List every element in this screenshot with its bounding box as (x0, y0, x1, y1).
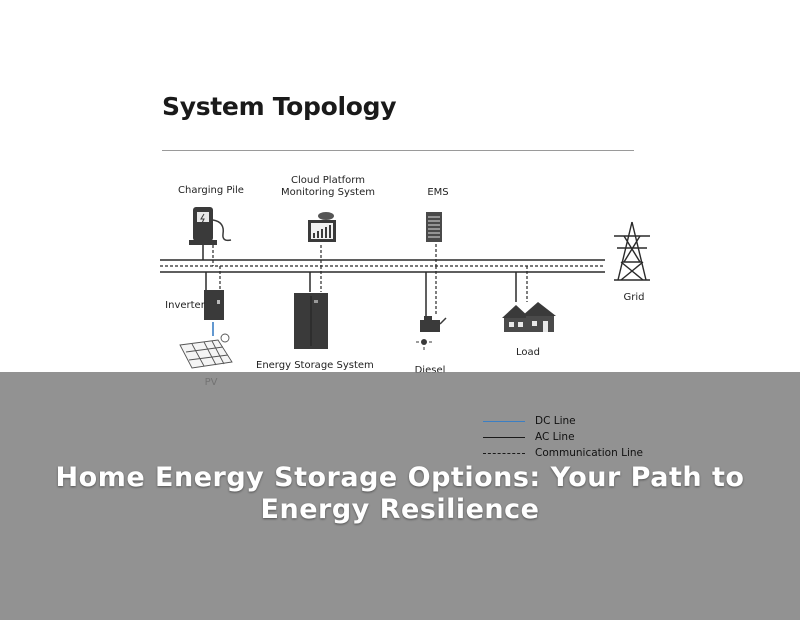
cloud-platform-label-line2: Monitoring System (281, 187, 375, 198)
cloud-platform-label: Cloud Platform Monitoring System (276, 175, 380, 199)
caption-overlay (0, 372, 800, 620)
cloud-monitor-icon (308, 212, 336, 242)
dc-line-swatch (483, 421, 525, 422)
ems-label: EMS (427, 187, 449, 198)
cloud-platform-label-line1: Cloud Platform (291, 175, 365, 186)
solar-panel-icon (179, 333, 233, 369)
diesel-label: Diesel (414, 365, 446, 376)
ev-charger-icon (189, 207, 232, 245)
legend-label: DC Line (535, 415, 576, 427)
ems-cabinet-icon (426, 212, 442, 242)
communication-line-swatch (483, 453, 525, 454)
energy-storage-label: Energy Storage System (256, 360, 374, 371)
diagram-title: System Topology (162, 92, 397, 121)
legend-label: Communication Line (535, 447, 643, 459)
charging-pile-label: Charging Pile (178, 185, 244, 196)
load-label: Load (516, 347, 540, 358)
inverter-label: Inverter (165, 300, 205, 311)
ac-line-swatch (483, 437, 525, 438)
diesel-generator-icon (416, 316, 447, 350)
title-divider (162, 150, 634, 151)
transmission-tower-icon (614, 221, 650, 281)
article-headline: Home Energy Storage Options: Your Path t… (55, 462, 745, 525)
battery-cabinet-icon (294, 293, 328, 349)
grid-label: Grid (623, 292, 645, 303)
inverter-icon (204, 290, 224, 320)
house-icon (502, 302, 556, 332)
legend-label: AC Line (535, 431, 575, 443)
